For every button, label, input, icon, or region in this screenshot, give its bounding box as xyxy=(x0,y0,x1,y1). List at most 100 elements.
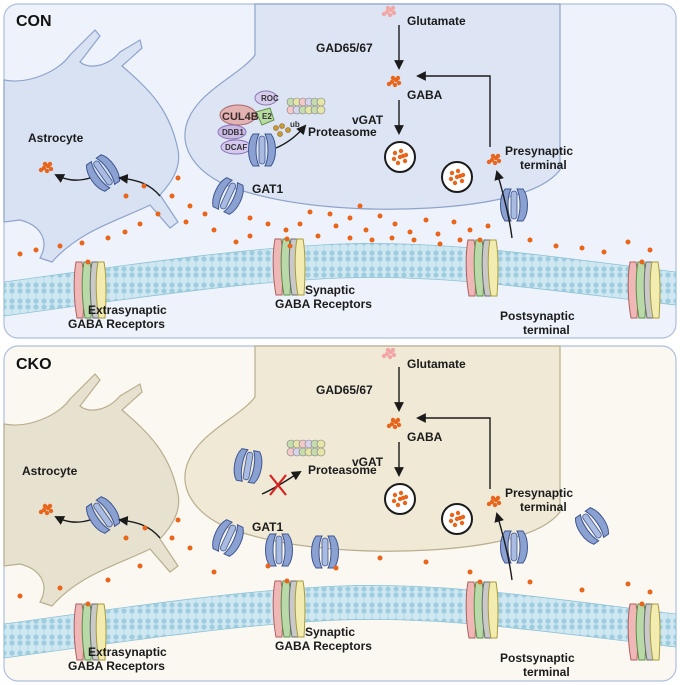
extracellular-gaba xyxy=(79,240,85,246)
vesicle-gaba xyxy=(449,170,455,176)
proteasome-ring xyxy=(316,105,326,115)
gat1-transporter xyxy=(500,188,528,222)
presynaptic-label-line1: Presynaptic xyxy=(505,486,573,500)
gaba-cluster xyxy=(395,417,401,423)
proteasome-label: Proteasome xyxy=(308,125,377,139)
gat1-transporter xyxy=(85,154,121,192)
receptor-subunit xyxy=(95,261,107,319)
extracellular-gaba xyxy=(377,555,383,561)
degradation-arrow xyxy=(275,124,307,149)
vesicle-gaba xyxy=(398,148,404,154)
extracellular-gaba xyxy=(187,545,193,551)
vesicle-gaba xyxy=(459,520,465,526)
gaba-cluster xyxy=(44,510,50,516)
vesicle-gaba xyxy=(395,502,401,508)
transporter-half xyxy=(584,507,610,539)
extracellular-gaba xyxy=(307,209,313,215)
gat1-transporter xyxy=(85,496,121,534)
extracellular-gaba xyxy=(369,237,375,243)
gat1-transporter xyxy=(248,133,276,167)
extracellular-gaba xyxy=(357,203,363,209)
gaba-cluster xyxy=(47,161,53,167)
extracellular-gaba xyxy=(333,223,339,229)
transporter-half xyxy=(516,530,528,564)
bound-gaba xyxy=(639,259,645,265)
transporter-half xyxy=(248,133,260,167)
extracellular-gaba xyxy=(211,227,217,233)
extracellular-gaba xyxy=(123,193,129,199)
vesicle-gaba xyxy=(392,150,398,156)
bound-gaba xyxy=(85,259,91,265)
extracellular-gaba xyxy=(363,227,369,233)
cul4b-label: CUL4B xyxy=(222,111,259,123)
roc-label: ROC xyxy=(261,94,279,103)
extrasynaptic-label-line2: GABA Receptors xyxy=(68,317,165,331)
synaptic-receptor xyxy=(272,236,306,296)
extracellular-gaba xyxy=(211,569,217,575)
gaba-cluster xyxy=(386,423,392,429)
extracellular-gaba xyxy=(17,251,23,257)
extracellular-gaba xyxy=(137,221,143,227)
gaba-cluster xyxy=(492,160,498,166)
extracellular-gaba xyxy=(142,525,148,531)
gaba-cluster xyxy=(492,502,498,508)
gaba-cluster xyxy=(392,424,398,430)
extracellular-gaba xyxy=(457,237,463,243)
transporter-half xyxy=(516,188,528,222)
extracellular-gaba xyxy=(57,585,63,591)
extracellular-gaba xyxy=(407,229,413,235)
ubiquitin xyxy=(285,127,291,133)
gat1-transporter xyxy=(311,535,339,569)
vesicle-gaba xyxy=(455,168,461,174)
extracellular-gaba xyxy=(625,239,631,245)
receptor-subunit xyxy=(649,261,661,319)
synaptic-receptor xyxy=(272,578,306,638)
gaba-cluster xyxy=(38,167,44,173)
postsynaptic-membrane xyxy=(3,585,677,659)
gat1-transporter xyxy=(212,177,244,215)
extracellular-gaba xyxy=(389,235,395,241)
receptor-subunit xyxy=(649,603,661,661)
extracellular-gaba xyxy=(123,535,129,541)
gat1-transporter xyxy=(500,530,528,564)
extracellular-gaba xyxy=(377,213,383,219)
transporter-core xyxy=(93,160,113,186)
transporter-half xyxy=(95,154,121,186)
extracellular-gaba xyxy=(265,563,271,569)
gaba-cluster xyxy=(47,503,53,509)
synaptic-label-line1: Synaptic xyxy=(305,625,355,639)
extracellular-gaba xyxy=(347,215,353,221)
extracellular-gaba xyxy=(233,239,239,245)
transporter-half xyxy=(247,450,263,484)
extracellular-gaba xyxy=(297,221,303,227)
cul4b-complex xyxy=(217,90,291,155)
gaba-cluster xyxy=(496,500,502,506)
vesicle-gaba xyxy=(402,500,408,506)
extracellular-gaba xyxy=(553,243,559,249)
roc-subunit xyxy=(254,90,278,106)
extracellular-gaba xyxy=(392,221,398,227)
extracellular-gaba xyxy=(437,241,443,247)
gaba-cluster xyxy=(495,153,501,159)
astrocyte-label: Astrocyte xyxy=(28,131,84,145)
vesicle-gaba xyxy=(395,160,401,166)
transporter-core xyxy=(93,502,113,528)
extracellular-gaba xyxy=(141,183,147,189)
extracellular-gaba xyxy=(169,193,175,199)
extrasynaptic-label-line2: GABA Receptors xyxy=(68,659,165,673)
transporter-half xyxy=(212,177,233,211)
astrocyte-uptake-arrow xyxy=(118,173,161,197)
transporter-core xyxy=(242,451,254,481)
transporter-half xyxy=(95,496,121,528)
transporter-half xyxy=(574,513,600,545)
extrasynaptic-label-line1: Extrasynaptic xyxy=(88,645,167,659)
transporter-half xyxy=(327,535,339,569)
astrocyte-uptake-arrow xyxy=(54,174,91,183)
presynaptic-terminal xyxy=(184,345,561,552)
ubiquitin xyxy=(273,125,279,131)
vesicle-gaba xyxy=(449,512,455,518)
glutamate-molecule xyxy=(390,5,396,11)
extracellular-gaba xyxy=(467,227,473,233)
cul4b-subunit xyxy=(219,104,257,126)
